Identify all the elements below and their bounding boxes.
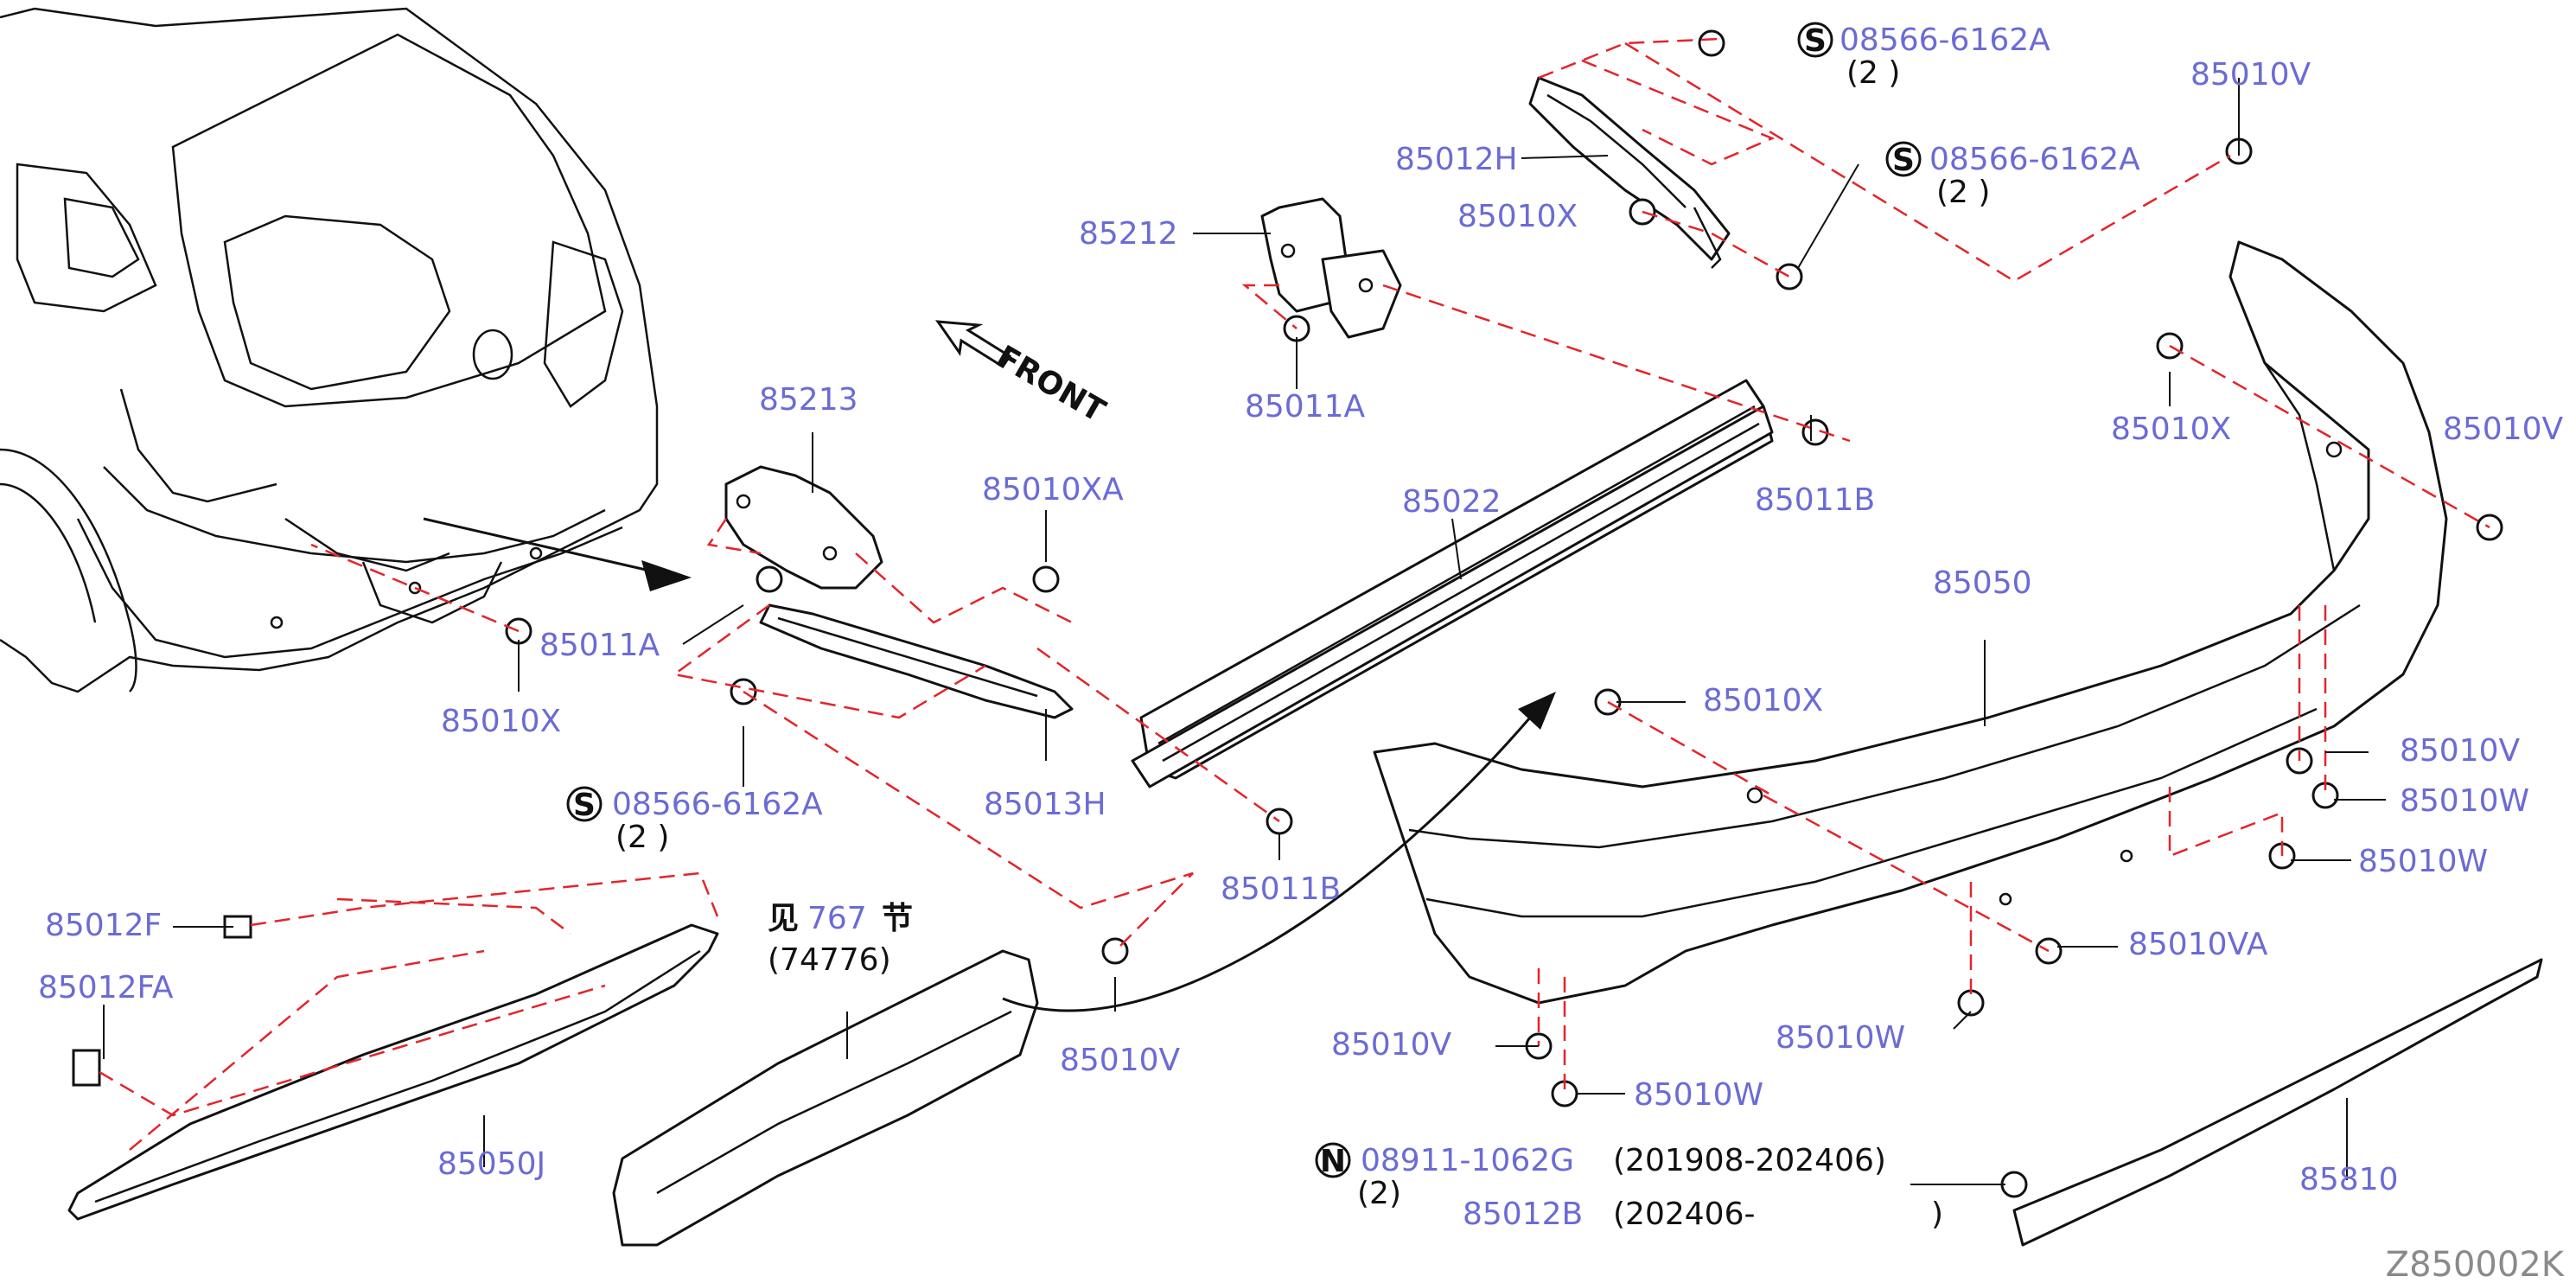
bracket-85013H: [759, 603, 1074, 719]
see-section-code: (74776): [768, 942, 891, 978]
splash-panel-74776: [612, 949, 1039, 1247]
label-85050J: 85050J: [437, 1146, 545, 1182]
label-85010W-r2: 85010W: [2358, 844, 2488, 879]
s-symbol-letter: S: [1804, 23, 1827, 59]
front-label: FRONT: [991, 339, 1112, 430]
s-symbol-icon: [566, 786, 603, 822]
n-symbol-letter: N: [1320, 1144, 1346, 1179]
nut-callout: N 08911-1062G (2) (201908-202406) 85012B…: [1315, 1142, 1943, 1232]
s-symbol-letter: S: [1892, 143, 1915, 178]
screw-callout-2: S 08566-6162A (2 ): [1885, 141, 2140, 210]
label-85010W-low: 85010W: [1776, 1020, 1905, 1056]
part-labels: 85012H 85010X 85212 85011A 85213 85010XA…: [38, 57, 2564, 1197]
label-85212: 85212: [1079, 216, 1178, 252]
label-85010V-center: 85010V: [1060, 1043, 1181, 1078]
label-85213: 85213: [759, 382, 858, 418]
screw-qty-3: (2 ): [615, 820, 669, 855]
fastener-icons: [72, 29, 2503, 1198]
label-85011B-top: 85011B: [1755, 482, 1875, 518]
pointer-arrow-panel: [1002, 692, 1556, 1012]
bracket-85212: [1260, 197, 1402, 339]
screw-qty-2: (2 ): [1936, 175, 1990, 210]
screw-number-3: 08566-6162A: [612, 787, 823, 822]
nut-range-2: (202406-: [1613, 1197, 1755, 1232]
screw-number-1: 08566-6162A: [1840, 22, 2050, 58]
see-section-number: 767: [807, 901, 867, 936]
nut-range-2-close: ): [1931, 1197, 1943, 1232]
reinforcement-beam-85022: [1131, 379, 1774, 788]
trim-strip-85810: [2012, 958, 2543, 1247]
screw-qty-1: (2 ): [1846, 55, 1900, 91]
label-85011B-mid: 85011B: [1221, 871, 1341, 907]
nut-alt-number: 85012B: [1463, 1197, 1583, 1232]
label-85012H: 85012H: [1395, 142, 1518, 177]
label-85010XA: 85010XA: [982, 472, 1124, 507]
assembly-dashed-lines: [99, 37, 2490, 1151]
label-85010X-mid: 85010X: [1703, 683, 1823, 718]
label-85010W-bot: 85010W: [1634, 1077, 1763, 1113]
see-prefix: 见: [768, 901, 799, 936]
leader-lines: [103, 78, 2386, 1185]
label-85010W-r1: 85010W: [2400, 783, 2529, 819]
nut-range-1: (201908-202406): [1613, 1143, 1886, 1178]
label-85013H: 85013H: [984, 787, 1106, 822]
label-85010V-r1: 85010V: [2400, 733, 2521, 769]
pointer-arrow-car: [423, 517, 692, 591]
label-85010X-top: 85010X: [1457, 199, 1578, 234]
bracket-85213: [724, 465, 883, 590]
label-85010V-right: 85010V: [2443, 412, 2564, 447]
diagram-id: Z850002K: [2386, 1245, 2566, 1283]
screw-callout-3: S 08566-6162A (2 ): [566, 786, 823, 855]
bracket-85012H: [1528, 76, 1731, 269]
label-85010VA: 85010VA: [2128, 927, 2268, 962]
see-suffix: 节: [882, 901, 913, 936]
label-85010X-right: 85010X: [2111, 412, 2231, 447]
label-85012F: 85012F: [45, 908, 162, 943]
screw-number-2: 08566-6162A: [1929, 142, 2140, 177]
vehicle-rear-illustration: [0, 7, 659, 693]
label-85010V-bot: 85010V: [1331, 1027, 1452, 1063]
label-85050: 85050: [1933, 565, 2032, 601]
screw-callout-1: S 08566-6162A (2 ): [1797, 22, 2050, 91]
nut-number: 08911-1062G: [1361, 1143, 1574, 1178]
label-85011A-top: 85011A: [1245, 389, 1366, 424]
s-symbol-icon: [1797, 22, 1833, 58]
s-symbol-letter: S: [573, 788, 596, 823]
label-85012FA: 85012FA: [38, 970, 174, 1005]
nut-qty: (2): [1357, 1176, 1401, 1211]
energy-absorber-85050J: [67, 923, 719, 1221]
label-85010V-top: 85010V: [2190, 57, 2311, 93]
n-symbol-icon: [1315, 1142, 1351, 1178]
front-direction-arrow-icon: FRONT: [934, 320, 1112, 430]
s-symbol-icon: [1885, 141, 1922, 177]
label-85810: 85810: [2299, 1162, 2399, 1197]
label-85011A-left: 85011A: [539, 628, 660, 663]
label-85022: 85022: [1402, 484, 1502, 520]
label-85010X-left: 85010X: [441, 704, 561, 739]
see-section-reference: 见 767 节 (74776): [768, 901, 913, 978]
rear-bumper-85050: [1373, 240, 2448, 1005]
